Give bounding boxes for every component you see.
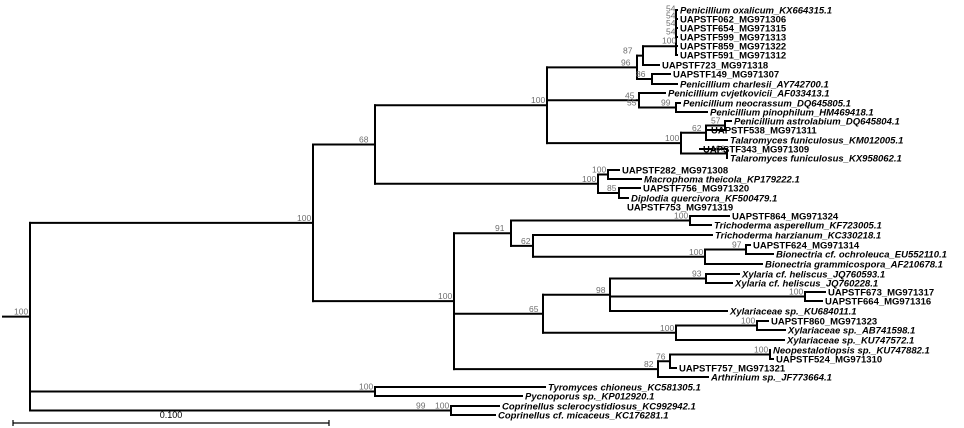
support-value: 65 [529, 304, 539, 314]
support-value: 100 [662, 35, 676, 45]
support-value: 54 [666, 18, 676, 28]
leaf-label: Trichoderma asperellum_KF723005.1 [714, 221, 882, 232]
leaf-label: UAPSTF864_MG971324 [732, 212, 839, 223]
support-value: 100 [711, 144, 725, 154]
support-value: 93 [692, 269, 702, 279]
leaf-label: UAPSTF757_MG971321 [679, 364, 786, 375]
support-value: 91 [495, 223, 505, 233]
leaf-label: Trichoderma harzianum_KC330218.1 [715, 231, 881, 242]
support-value: 85 [607, 183, 617, 193]
support-value: 100 [438, 291, 452, 301]
leaf-label: UAPSTF624_MG971314 [753, 241, 860, 252]
leaf-label: Tyromyces chioneus_KC581305.1 [548, 383, 701, 394]
leaf-label: UAPSTF756_MG971320 [643, 184, 749, 195]
support-value: 62 [521, 236, 531, 246]
support-value: 100 [582, 174, 596, 184]
leaf-label: Diplodia quercivora_KF500479.1 [631, 194, 777, 205]
leaf-label: UAPSTF664_MG971316 [825, 297, 931, 308]
support-value: 87 [623, 46, 633, 56]
support-value: 100 [531, 95, 545, 105]
support-values: 5454545410087869699455557621001001001008… [14, 4, 803, 411]
leaf-label: Neopestalotiopsis sp._KU747882.1 [773, 346, 930, 357]
support-value: 100 [665, 133, 679, 143]
leaf-label: UAPSTF591_MG971312 [680, 51, 786, 62]
leaf-label: UAPSTF538_MG971311 [711, 126, 817, 137]
support-value: 100 [297, 213, 311, 223]
leaf-label: UAPSTF599_MG971313 [680, 33, 786, 44]
leaf-label: Penicillium oxalicum_KX664315.1 [680, 6, 832, 17]
support-value: 97 [732, 240, 742, 250]
leaf-label: Penicillium neocrassum_DQ645805.1 [683, 99, 851, 110]
support-value: 54 [666, 27, 676, 37]
leaf-label: UAPSTF860_MG971323 [771, 317, 877, 328]
leaf-label: UAPSTF753_MG971319 [627, 203, 733, 214]
leaf-label: Xylariaceae sp._KU684011.1 [729, 307, 857, 318]
support-value: 68 [359, 134, 369, 144]
support-value: 100 [754, 345, 768, 355]
scale-bar: 0.100 [12, 410, 330, 426]
leaf-label: Penicillium cvjetkovicii_AF033413.1 [668, 89, 830, 100]
support-value: 62 [692, 123, 702, 133]
support-value: 99 [416, 401, 426, 411]
support-value: 86 [636, 69, 646, 79]
leaf-label: Macrophoma theicola_KP179222.1 [644, 175, 800, 186]
support-value: 100 [741, 316, 755, 326]
support-value: 45 [625, 90, 635, 100]
leaf-label: UAPSTF654_MG971315 [680, 24, 787, 35]
leaf-label: Pycnoporus sp._KP012920.1 [525, 392, 654, 403]
support-value: 82 [644, 359, 654, 369]
support-value: 100 [14, 307, 28, 317]
support-value: 96 [621, 57, 631, 67]
support-value: 100 [359, 382, 373, 392]
leaf-label: Penicillium charlesii_AY742700.1 [680, 80, 829, 91]
leaf-label: Coprinellus sclerocystidiosus_KC992942.1 [502, 402, 696, 413]
support-value: 57 [711, 116, 721, 126]
leaf-label: UAPSTF343_MG971309 [703, 145, 809, 156]
leaf-label: Xylariaceae sp._AB741598.1 [787, 326, 915, 337]
leaf-label: Penicillium astrolabium_DQ645804.1 [734, 117, 900, 128]
leaf-labels: Penicillium oxalicum_KX664315.1UAPSTF062… [498, 6, 947, 422]
support-value: 100 [592, 165, 606, 175]
support-value: 76 [656, 351, 666, 361]
leaf-label: UAPSTF673_MG971317 [828, 288, 934, 299]
leaf-label: Arthrinium sp._JF773664.1 [710, 373, 832, 384]
leaf-label: UAPSTF149_MG971307 [673, 70, 779, 81]
support-value: 55 [627, 98, 637, 108]
leaf-label: Xylariaceae sp._KU747572.1 [786, 336, 914, 347]
leaf-label: Coprinellus cf. micaceus_KC176281.1 [498, 411, 669, 422]
support-value: 98 [596, 285, 606, 295]
tree-branches [2, 9, 826, 416]
support-value: 100 [660, 323, 674, 333]
leaf-label: Bionectria cf. ochroleuca_EU552110.1 [776, 250, 947, 261]
scale-bar-label: 0.100 [160, 410, 183, 420]
leaf-label: Xylaria cf. heliscus_JQ760228.1 [734, 279, 878, 290]
leaf-label: UAPSTF282_MG971308 [622, 166, 728, 177]
leaf-label: UAPSTF723_MG971318 [662, 61, 768, 72]
leaf-label: Talaromyces funiculosus_KX958062.1 [730, 154, 902, 165]
support-value: 100 [435, 401, 449, 411]
leaf-label: Talaromyces funiculosus_KM012005.1 [730, 136, 903, 147]
leaf-label: Penicillium pinophilum_HM469418.1 [710, 108, 874, 119]
leaf-label: UAPSTF859_MG971322 [680, 42, 786, 53]
leaf-label: Bionectria grammicospora_AF210678.1 [765, 260, 943, 271]
leaf-label: UAPSTF062_MG971306 [680, 15, 786, 26]
leaf-label: Xylaria cf. heliscus_JQ760593.1 [741, 270, 885, 281]
support-value: 54 [666, 4, 676, 14]
leaf-label: UAPSTF524_MG971310 [776, 355, 882, 366]
support-value: 100 [689, 247, 703, 257]
support-value: 54 [666, 10, 676, 20]
support-value: 99 [661, 98, 671, 108]
support-value: 100 [789, 287, 803, 297]
support-value: 100 [674, 211, 688, 221]
